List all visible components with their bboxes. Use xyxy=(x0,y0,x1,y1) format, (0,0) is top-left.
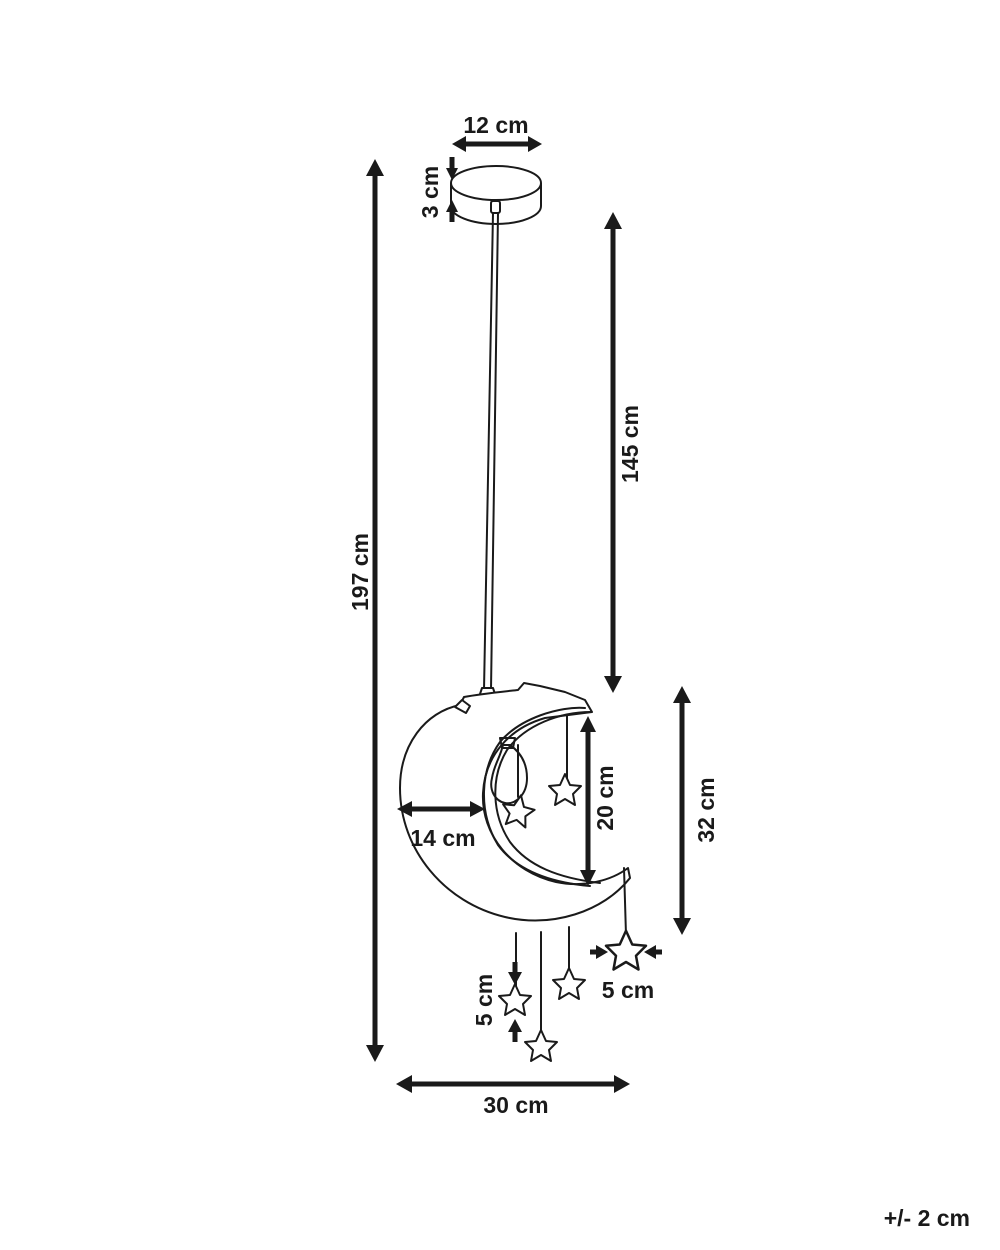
tolerance-note: +/- 2 cm xyxy=(884,1205,970,1231)
inner-star-strings xyxy=(517,714,568,798)
star-width-label: 5 cm xyxy=(602,977,654,1003)
bottom-star-strings xyxy=(515,867,627,1031)
cable-length-label: 145 cm xyxy=(617,405,643,483)
total-width-label: 30 cm xyxy=(483,1092,548,1118)
canopy-height-dimension: 3 cm xyxy=(417,157,458,222)
canopy-height-label: 3 cm xyxy=(417,166,443,218)
moon-shade xyxy=(399,682,631,922)
canopy-width-dimension: 12 cm xyxy=(452,112,542,152)
total-height-dimension: 197 cm xyxy=(347,159,384,1062)
suspension-cable xyxy=(477,212,499,701)
moon-depth-dimension: 14 cm xyxy=(397,801,485,851)
hanging-star xyxy=(498,983,532,1016)
hanging-star xyxy=(548,773,582,806)
cable-length-dimension: 145 cm xyxy=(604,212,643,693)
hanging-star xyxy=(498,791,538,830)
moon-height-dimension: 32 cm xyxy=(673,686,719,935)
moon-height-label: 32 cm xyxy=(693,777,719,842)
star-height-dimension: 5 cm xyxy=(471,962,522,1042)
ceiling-canopy xyxy=(450,165,542,225)
star-height-label: 5 cm xyxy=(471,974,497,1026)
hanging-star xyxy=(552,967,586,1000)
inner-height-label: 20 cm xyxy=(592,765,618,830)
moon-depth-label: 14 cm xyxy=(410,825,475,851)
total-height-label: 197 cm xyxy=(347,533,373,611)
canopy-width-label: 12 cm xyxy=(463,112,528,138)
hanging-star xyxy=(604,929,648,971)
hanging-star xyxy=(524,1029,558,1062)
inner-height-dimension: 20 cm xyxy=(580,716,618,886)
total-width-dimension: 30 cm xyxy=(396,1075,630,1118)
star-width-dimension: 5 cm xyxy=(590,945,662,1003)
